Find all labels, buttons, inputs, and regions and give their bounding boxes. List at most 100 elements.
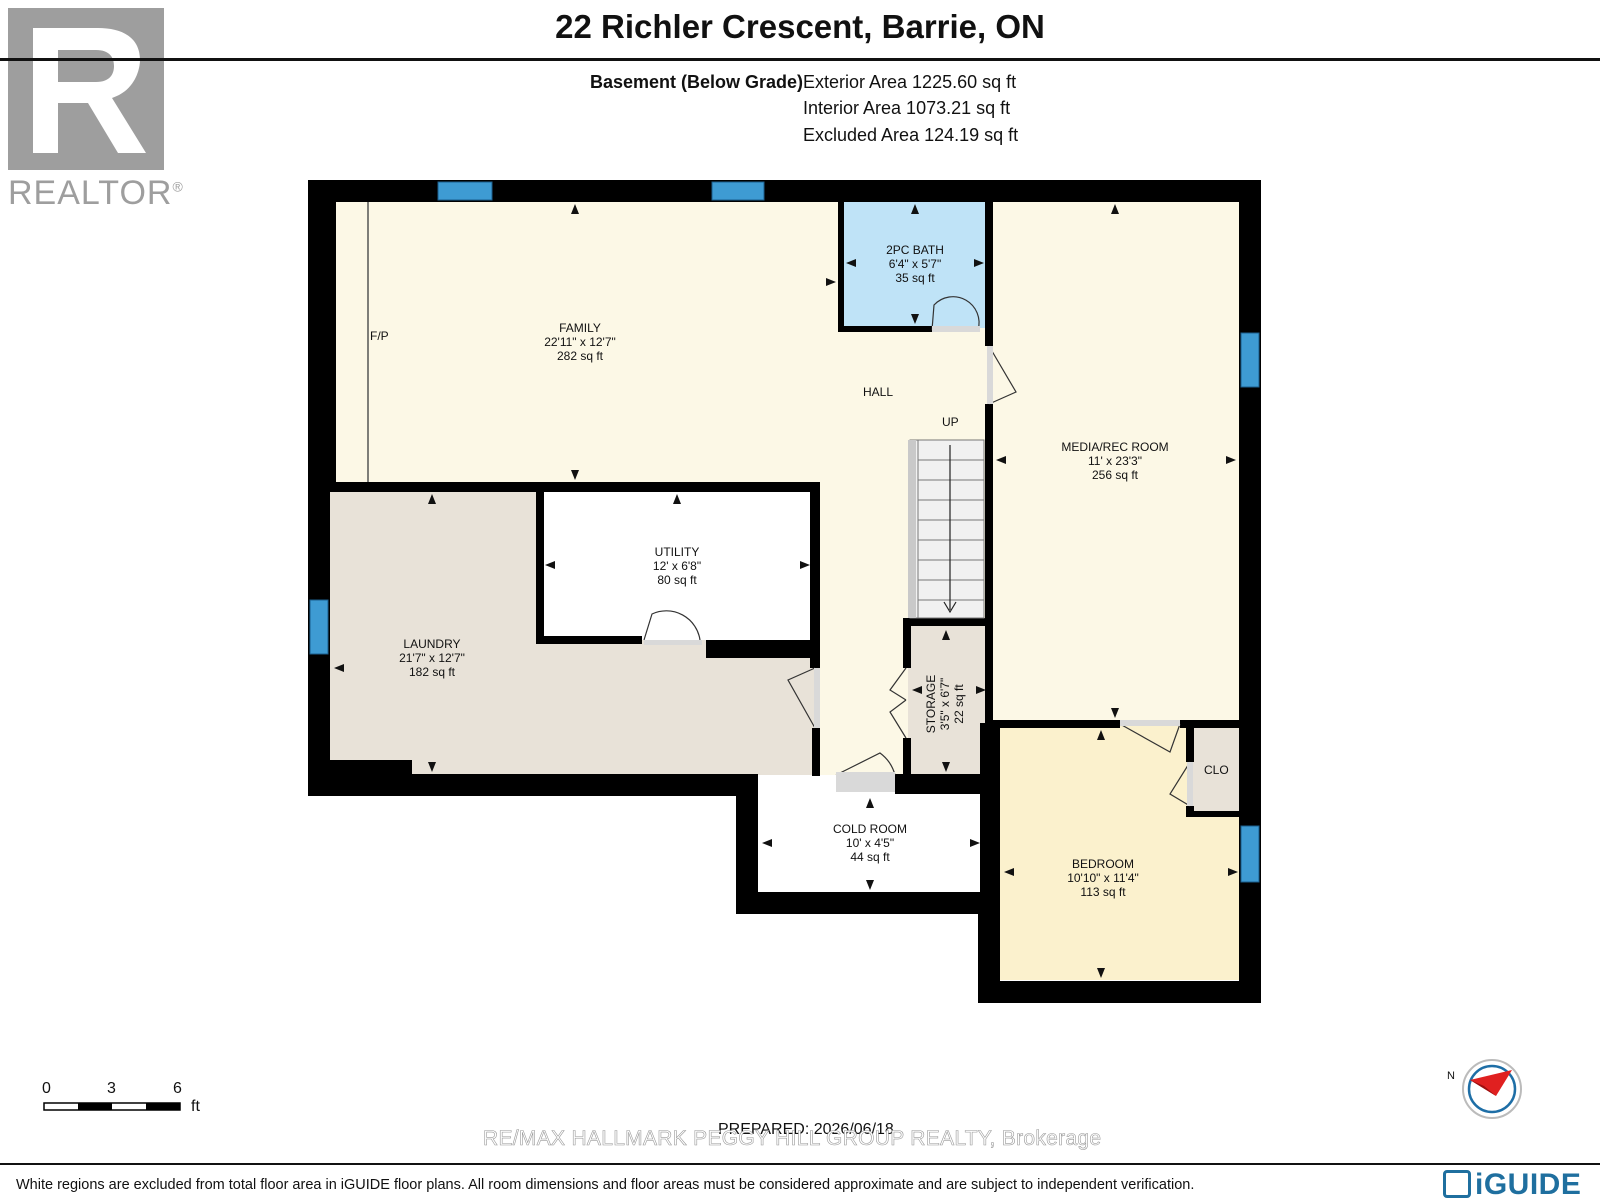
disclaimer: White regions are excluded from total fl… <box>16 1177 1195 1193</box>
room-name: LAUNDRY <box>403 637 461 651</box>
door-laundry <box>787 667 816 729</box>
room-name: FAMILY <box>559 321 601 335</box>
window-media <box>1240 332 1260 388</box>
wall-utility-left <box>536 490 544 640</box>
utility-floor <box>540 490 815 640</box>
interior-area: Interior Area 1073.21 sq ft <box>803 98 1011 118</box>
room-utility: UTILITY 12' x 6'8" 80 sq ft <box>617 545 737 587</box>
door-bath <box>931 296 980 331</box>
footer-rule <box>0 1163 1600 1165</box>
media-floor <box>990 200 1240 723</box>
level-name: Basement (Below Grade) <box>590 72 804 92</box>
door-closet <box>1169 761 1191 807</box>
storage-floor <box>908 625 988 775</box>
wall-media-bottom-r <box>1180 720 1242 728</box>
realtor-wordmark: REALTOR® <box>8 174 184 212</box>
header-rule <box>0 58 1600 61</box>
wall-cold-right <box>980 723 1000 898</box>
iguide-icon <box>1443 1170 1471 1199</box>
scale-6: 6 <box>173 1080 182 1097</box>
wall-closet-bottom <box>1186 811 1242 817</box>
window-top-1 <box>437 181 493 201</box>
wall-utility-right <box>810 482 820 668</box>
room-dims: 12' x 6'8" <box>652 559 702 573</box>
room-name: BEDROOM <box>1071 857 1134 871</box>
window-bedroom <box>1240 825 1260 883</box>
room-area: 44 sq ft <box>850 850 890 864</box>
room-name: STORAGE <box>924 674 938 734</box>
scale-3: 3 <box>107 1080 116 1097</box>
compass-north-label: N <box>1447 1070 1455 1082</box>
bath-floor <box>840 200 988 328</box>
wall-hall-media-lower <box>985 404 993 724</box>
exterior-area: Exterior Area 1225.60 sq ft <box>803 72 1017 92</box>
room-area: 256 sq ft <box>1091 468 1139 482</box>
page-title: 22 Richler Crescent, Barrie, ON <box>555 8 1045 45</box>
wall-bottom-laundry <box>330 760 412 776</box>
room-area: 113 sq ft <box>1080 885 1126 899</box>
stairs-up-label: UP <box>942 415 959 429</box>
iguide-logo: iGUIDE <box>1443 1168 1581 1202</box>
room-dims: 11' x 23'3" <box>1088 454 1142 468</box>
room-bedroom: BEDROOM 10'10" x 11'4" 113 sq ft <box>1043 857 1163 899</box>
room-bath: 2PC BATH 6'4" x 5'7" 35 sq ft <box>855 243 975 285</box>
compass <box>1462 1059 1522 1119</box>
wall-bed-bottom <box>978 981 1261 1003</box>
closet-floor <box>1192 728 1240 813</box>
door-storage-2 <box>889 699 907 739</box>
wall-utility-bottom-r <box>706 640 818 658</box>
scale-0: 0 <box>42 1080 51 1097</box>
wall-utility-bottom <box>536 636 642 644</box>
wall-cold-bottom <box>736 892 1000 914</box>
room-dims: 21'7" x 12'7" <box>399 651 465 665</box>
room-cold: COLD ROOM 10' x 4'5" 44 sq ft <box>810 822 930 864</box>
room-area: 80 sq ft <box>657 573 697 587</box>
room-storage: STORAGE 3'5" x 6'7" 22 sq ft <box>924 649 966 759</box>
room-family: FAMILY 22'11" x 12'7" 282 sq ft <box>500 321 660 363</box>
room-area: 182 sq ft <box>408 665 456 679</box>
prepared-date: PREPARED: 2026/06/18 <box>718 1121 894 1138</box>
room-area: 282 sq ft <box>556 349 604 363</box>
wall-cold-left <box>736 774 758 914</box>
room-name: UTILITY <box>654 545 700 559</box>
excluded-area: Excluded Area 124.19 sq ft <box>803 125 1019 145</box>
wall-top <box>308 180 1261 202</box>
wall-storage-top <box>903 618 989 626</box>
wall-hall-media <box>985 200 993 346</box>
wall-bath-left <box>838 200 844 330</box>
wall-media-bottom <box>985 720 1120 728</box>
room-area: 22 sq ft <box>952 684 966 724</box>
room-dims: 3'5" x 6'7" <box>938 677 952 731</box>
room-dims: 6'4" x 5'7" <box>888 257 942 271</box>
wall-family-laundry <box>320 482 820 492</box>
room-dims: 22'11" x 12'7" <box>544 335 616 349</box>
wall-cold-top <box>895 774 985 794</box>
room-dims: 10' x 4'5" <box>845 836 895 850</box>
room-media: MEDIA/REC ROOM 11' x 23'3" 256 sq ft <box>1040 440 1190 482</box>
wall-fp-inner <box>326 200 336 485</box>
stairs <box>908 439 985 619</box>
closet-label: CLO <box>1204 763 1229 777</box>
wall-bed-left <box>978 892 1000 1003</box>
wall-closet-left <box>1186 726 1194 762</box>
door-storage-1 <box>889 667 907 701</box>
fireplace-label: F/P <box>370 329 389 343</box>
room-dims: 10'10" x 11'4" <box>1067 871 1139 885</box>
wall-laundry-hall <box>812 728 820 776</box>
room-name: 2PC BATH <box>886 243 944 257</box>
brokerage-watermark: RE/MAX HALLMARK PEGGY HILL GROUP REALTY,… <box>483 1127 1102 1151</box>
room-name: MEDIA/REC ROOM <box>1061 440 1169 454</box>
wall-bath-bottom <box>838 326 932 332</box>
hall-label: HALL <box>863 385 894 399</box>
window-top-2 <box>711 181 765 201</box>
door-utility <box>643 610 701 641</box>
door-bedroom <box>1119 723 1181 753</box>
scale-bar <box>43 1102 181 1111</box>
room-laundry: LAUNDRY 21'7" x 12'7" 182 sq ft <box>372 637 492 679</box>
wall-storage-left <box>903 618 911 668</box>
cold-floor <box>758 795 983 892</box>
door-media <box>988 345 1017 405</box>
wall-bottom-left <box>308 774 758 796</box>
scale-unit: ft <box>191 1098 200 1115</box>
